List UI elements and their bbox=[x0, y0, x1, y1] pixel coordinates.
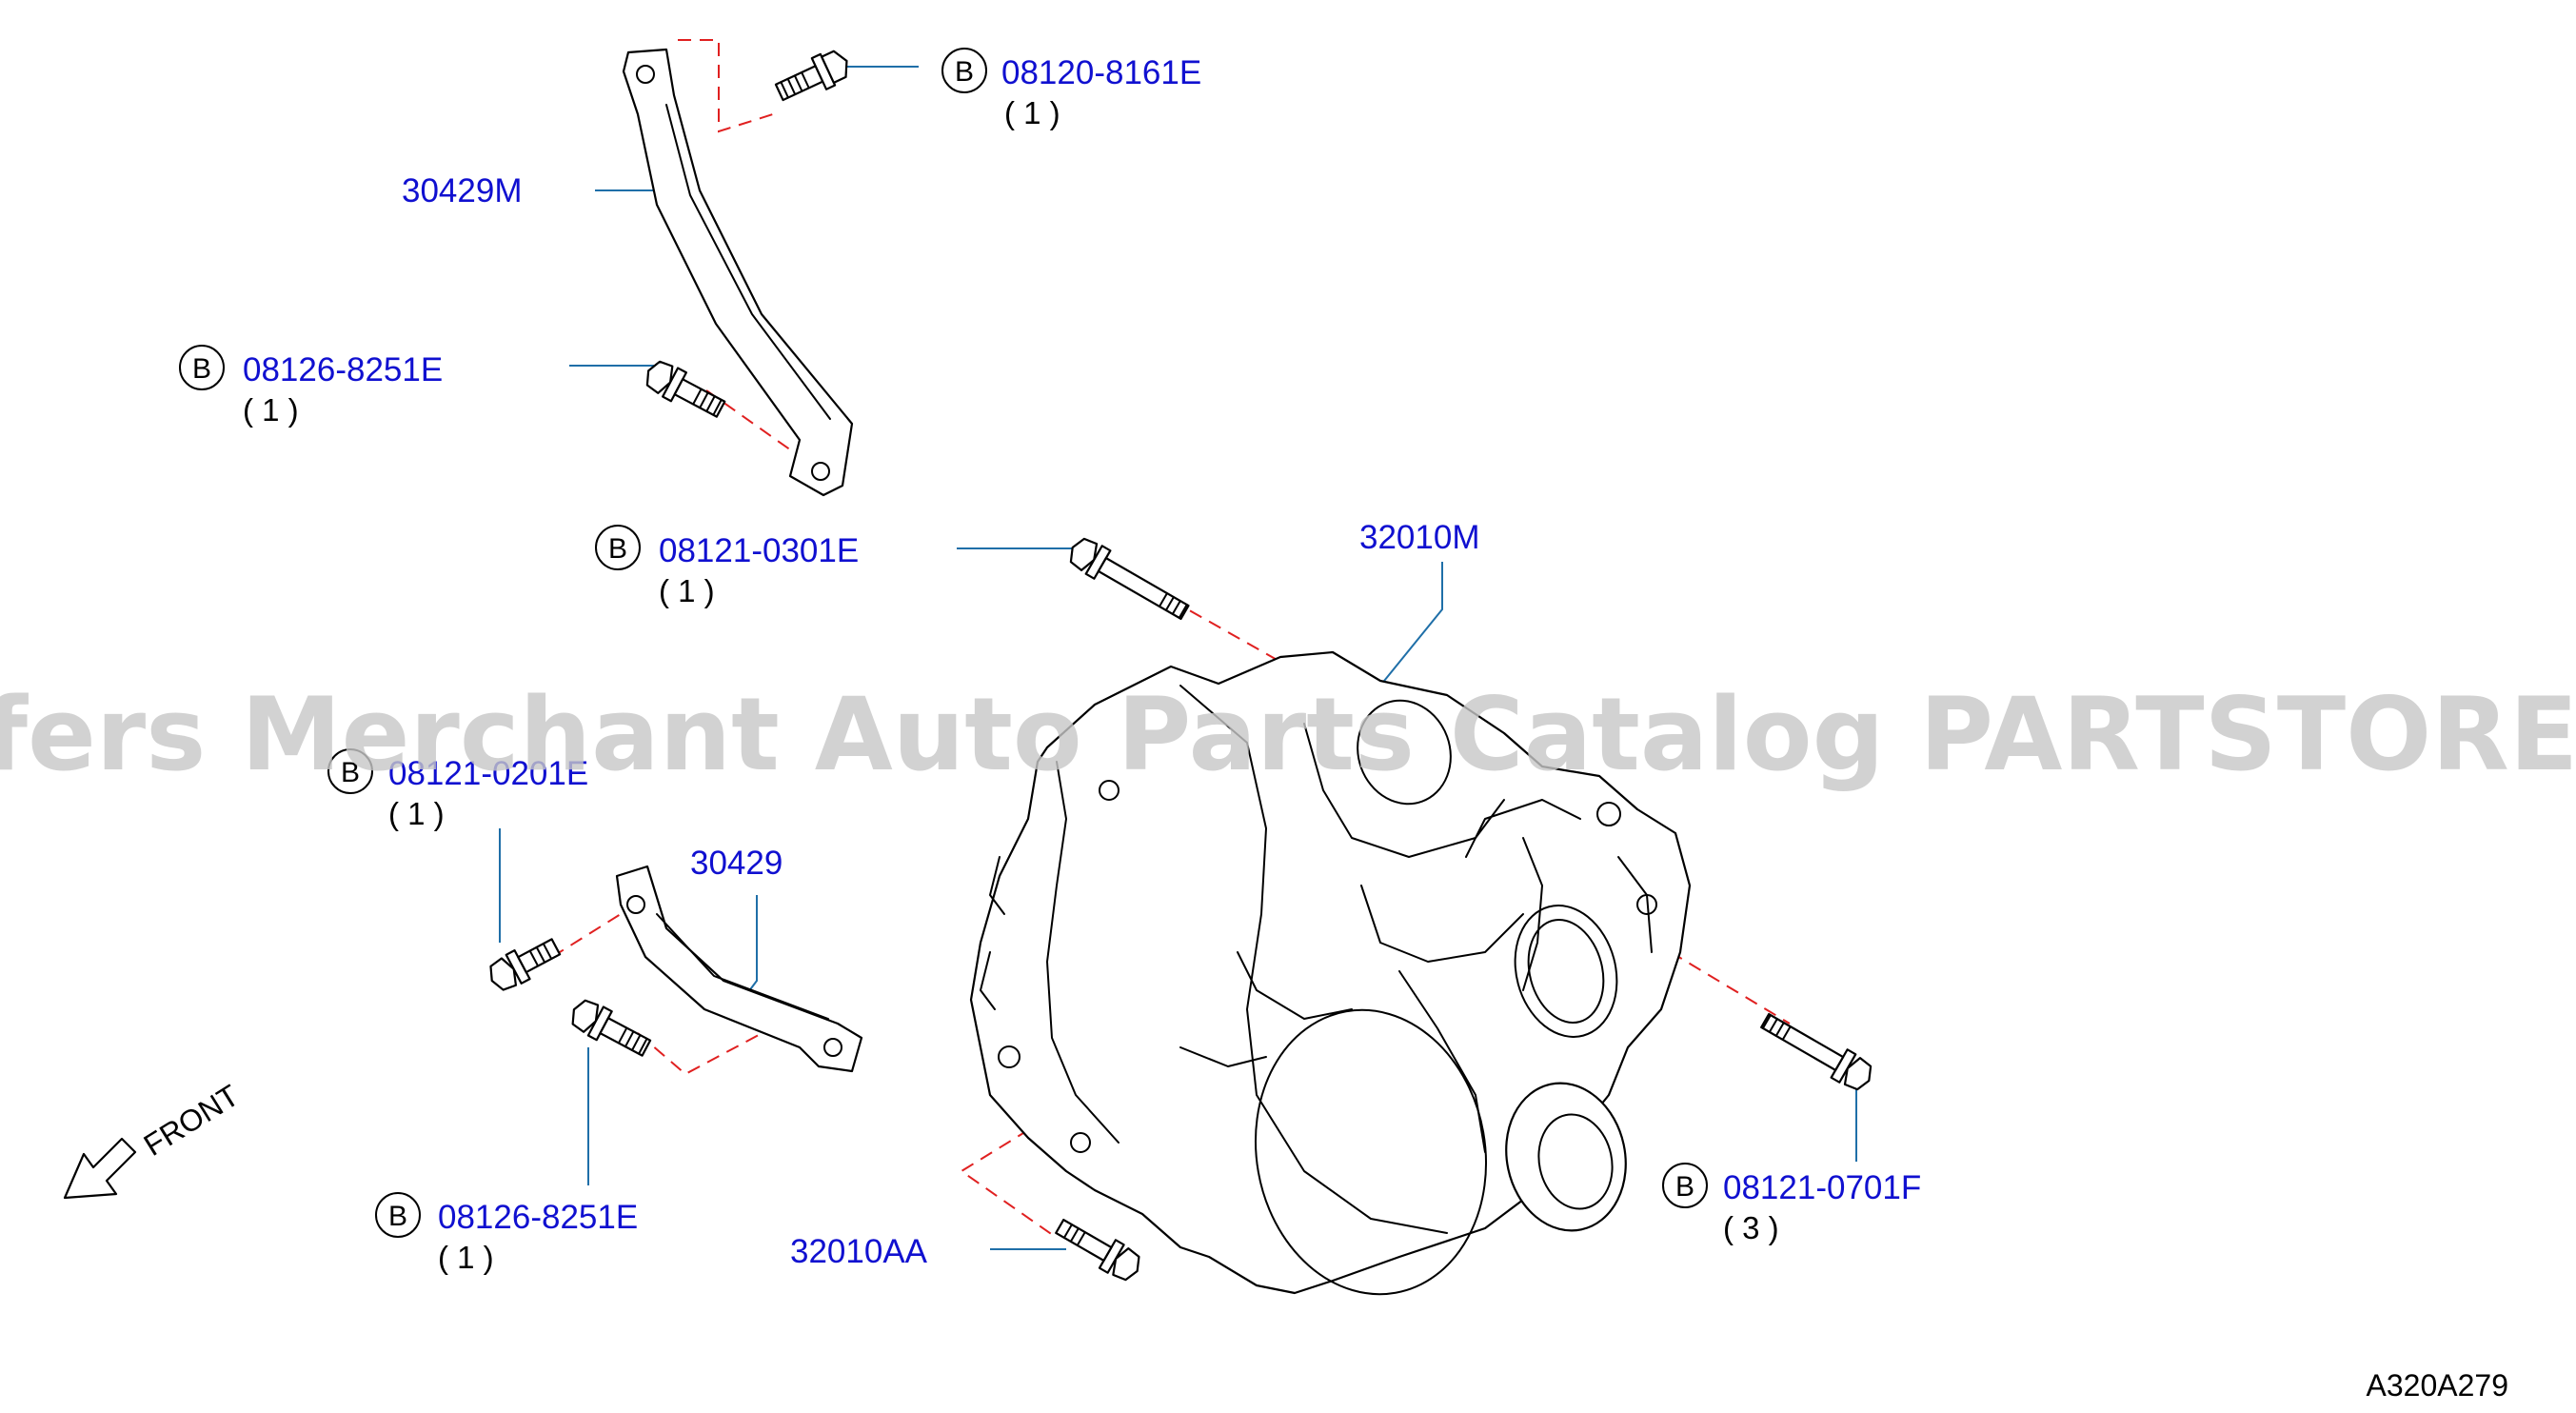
part-quantity: ( 3 ) bbox=[1723, 1210, 1779, 1245]
bolt-08121-0701f bbox=[1760, 1012, 1873, 1091]
callout-08121-0201e[interactable]: B 08121-0201E ( 1 ) bbox=[327, 748, 588, 831]
upper-bracket-30429m bbox=[622, 48, 854, 497]
callout-08121-0701f[interactable]: B 08121-0701F ( 3 ) bbox=[1662, 1163, 1921, 1245]
part-number: 08121-0701F bbox=[1723, 1169, 1921, 1206]
callout-badge bbox=[595, 525, 641, 570]
part-quantity: ( 1 ) bbox=[659, 573, 715, 608]
callout-badge-letter: B bbox=[341, 757, 360, 788]
part-number: 08120-8161E bbox=[1001, 54, 1201, 91]
bolt-08126-8251e-lower bbox=[571, 999, 652, 1057]
front-arrow: FRONT bbox=[63, 1078, 246, 1200]
bolt-08121-0301e bbox=[1069, 537, 1190, 621]
callout-badge bbox=[941, 48, 987, 93]
part-quantity: ( 1 ) bbox=[438, 1240, 494, 1275]
bolt-08126-8251e-upper bbox=[645, 360, 726, 418]
part-number: 32010AA bbox=[790, 1233, 928, 1270]
callout-08126-8251e-lower[interactable]: B 08126-8251E ( 1 ) bbox=[375, 1192, 638, 1275]
leader-lines bbox=[499, 66, 1857, 1250]
callout-badge bbox=[179, 345, 225, 390]
callout-badge bbox=[375, 1192, 421, 1238]
callout-badge-letter: B bbox=[388, 1201, 407, 1232]
part-number: 08121-0301E bbox=[659, 532, 859, 569]
callout-badge bbox=[1662, 1163, 1708, 1208]
callout-08121-0301e[interactable]: B 08121-0301E ( 1 ) bbox=[595, 525, 859, 608]
diagram-code: A320A279 bbox=[2367, 1368, 2508, 1403]
callout-30429[interactable]: 30429 bbox=[690, 845, 783, 882]
part-quantity: ( 1 ) bbox=[388, 796, 445, 831]
part-number: 32010M bbox=[1359, 519, 1479, 556]
callout-30429m[interactable]: 30429M bbox=[402, 172, 522, 209]
part-number: 30429M bbox=[402, 172, 522, 209]
callout-badge-letter: B bbox=[1675, 1171, 1694, 1203]
front-label: FRONT bbox=[138, 1078, 246, 1163]
callout-badge-letter: B bbox=[955, 56, 974, 88]
callout-08126-8251e-upper[interactable]: B 08126-8251E ( 1 ) bbox=[179, 345, 443, 428]
part-number: 30429 bbox=[690, 845, 783, 882]
callout-badge-letter: B bbox=[192, 353, 211, 385]
callout-32010aa[interactable]: 32010AA bbox=[790, 1233, 928, 1270]
bolt-08120-8161e bbox=[774, 50, 848, 102]
bolt-32010aa bbox=[1055, 1218, 1140, 1282]
transmission-case-32010m bbox=[969, 650, 1692, 1296]
part-number: 08126-8251E bbox=[438, 1199, 638, 1236]
part-quantity: ( 1 ) bbox=[243, 392, 299, 428]
callout-badge-letter: B bbox=[608, 533, 627, 565]
part-number: 08126-8251E bbox=[243, 351, 443, 388]
callout-badge bbox=[327, 748, 373, 794]
part-quantity: ( 1 ) bbox=[1004, 95, 1060, 130]
lower-bracket-30429 bbox=[615, 865, 863, 1073]
watermark: Offers Merchant Auto Parts Catalog PARTS… bbox=[0, 676, 2576, 793]
callout-32010m[interactable]: 32010M bbox=[1359, 519, 1479, 556]
bolt-08121-0201e bbox=[489, 938, 562, 991]
callout-08120-8161e[interactable]: B 08120-8161E ( 1 ) bbox=[941, 48, 1201, 130]
part-number: 08121-0201E bbox=[388, 755, 588, 792]
